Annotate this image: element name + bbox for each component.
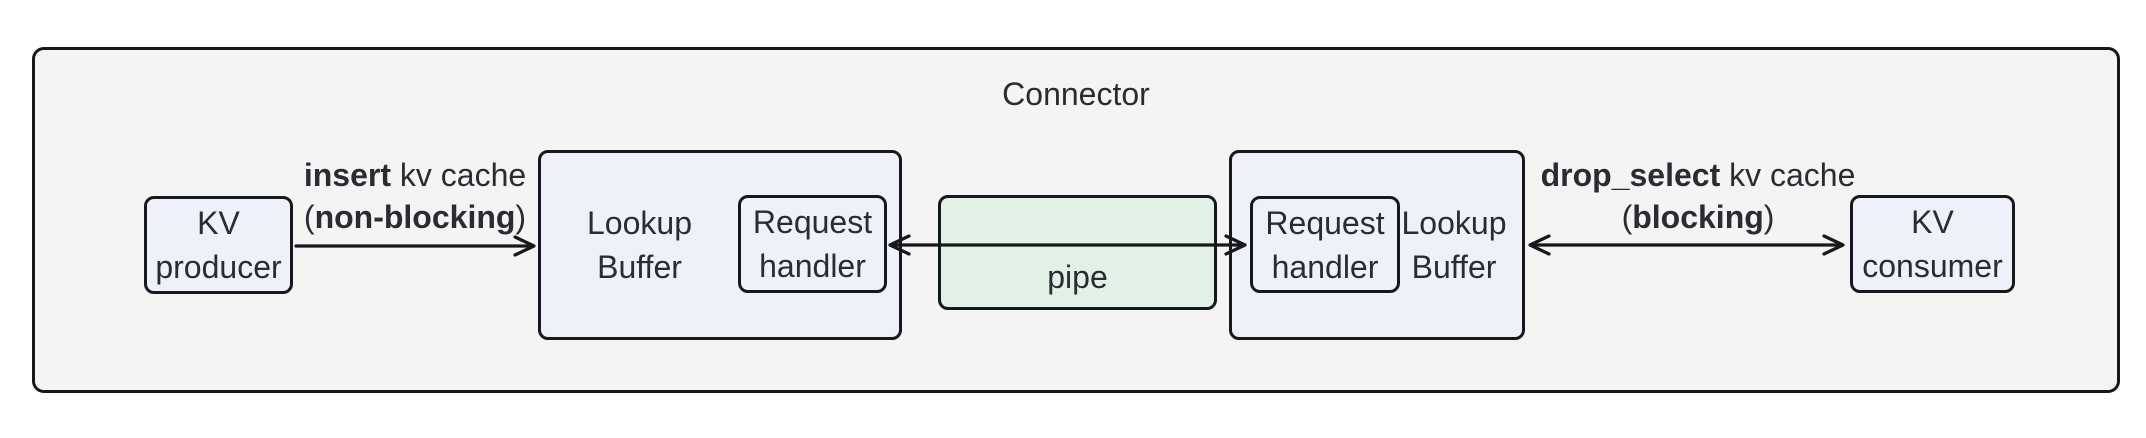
insert-paren-close: ) (515, 199, 527, 235)
kv-consumer-label-line2: consumer (1862, 248, 2003, 284)
node-kv-consumer: KV consumer (1850, 195, 2015, 293)
lookup-buffer-right-label: Lookup Buffer (1392, 153, 1516, 337)
drop-select-edge-label-line2: (blocking) (1518, 196, 1878, 238)
insert-mode-text: non-blocking (314, 199, 516, 235)
insert-paren-open: ( (303, 199, 315, 235)
request-handler-right-line2: handler (1271, 248, 1379, 285)
node-lookup-buffer-left: Lookup Buffer Request handler (538, 150, 902, 340)
insert-edge-label: insert kv cache (non-blocking) (255, 154, 575, 238)
drop-select-mode-text: blocking (1632, 199, 1764, 235)
drop-select-paren-close: ) (1763, 199, 1775, 235)
node-lookup-buffer-right: Request handler Lookup Buffer (1229, 150, 1525, 340)
lookup-buffer-left-line1: Lookup (587, 205, 692, 241)
insert-edge-label-line1: insert kv cache (255, 154, 575, 196)
lookup-buffer-right-line1: Lookup (1401, 205, 1507, 241)
drop-select-edge-label: drop_select kv cache (blocking) (1518, 154, 1878, 238)
drop-select-edge-label-line1: drop_select kv cache (1518, 154, 1878, 196)
node-pipe: pipe (938, 195, 1217, 310)
lookup-buffer-left-line2: Buffer (597, 249, 682, 285)
lookup-buffer-right-line2: Buffer (1411, 249, 1497, 285)
drop-select-paren-open: ( (1621, 199, 1633, 235)
insert-rest-text: kv cache (390, 157, 527, 193)
node-request-handler-left: Request handler (738, 195, 887, 293)
node-request-handler-right: Request handler (1250, 196, 1400, 293)
drop-select-rest-text: kv cache (1720, 157, 1856, 193)
drop-select-op-text: drop_select (1540, 157, 1721, 193)
kv-consumer-label-line1: KV (1911, 204, 1954, 240)
pipe-label: pipe (1047, 259, 1108, 295)
request-handler-right-line1: Request (1265, 204, 1385, 241)
insert-edge-label-line2: (non-blocking) (255, 196, 575, 238)
request-handler-left-line2: handler (759, 248, 866, 284)
connector-title: Connector (1002, 76, 1150, 112)
insert-op-text: insert (303, 157, 391, 193)
request-handler-left-line1: Request (752, 204, 873, 240)
kv-producer-label-line2: producer (155, 249, 282, 285)
kv-producer-label-line1: KV (197, 205, 240, 241)
node-kv-producer: KV producer (144, 196, 293, 294)
lookup-buffer-left-label: Lookup Buffer (541, 153, 738, 337)
